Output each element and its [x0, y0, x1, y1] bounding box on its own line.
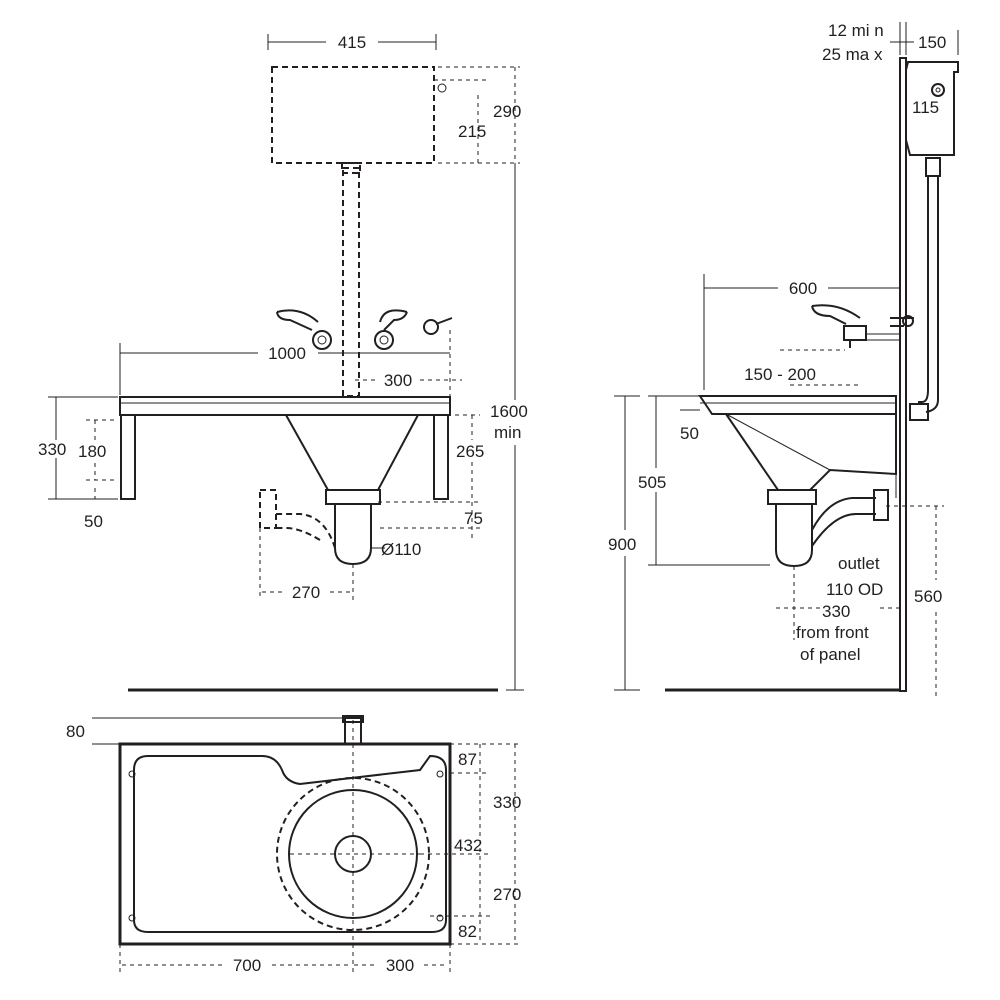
dim-front-lip: 50 [680, 424, 699, 443]
dim-back-margin: 87 [458, 750, 477, 769]
dim-rim-height: 900 [608, 535, 636, 554]
dim-front-margin: 82 [458, 922, 477, 941]
side-tap [811, 304, 914, 348]
plan-view: 80 87 330 432 270 82 7 [66, 715, 521, 975]
flush-pipe [342, 167, 360, 397]
dim-cistern-width: 415 [338, 33, 366, 52]
dim-frame-height: 330 [38, 440, 66, 459]
dim-left-span: 700 [233, 956, 261, 975]
sink-top [119, 396, 451, 416]
lever-tap-right [374, 309, 408, 350]
side-sink-top [698, 395, 897, 415]
side-trap [775, 504, 813, 568]
plan-slab [118, 742, 452, 946]
dim-outlet-offset: 270 [292, 583, 320, 602]
side-flush-pipe [918, 176, 939, 413]
outlet-note-line-2: 110 OD [826, 580, 883, 599]
flush-valve [423, 317, 453, 335]
wall-panel [899, 57, 907, 692]
dim-cistern-water: 215 [458, 122, 486, 141]
lever-tap-left [276, 309, 332, 350]
dim-centre-front: 270 [493, 885, 521, 904]
outlet-note-line-5: of panel [800, 645, 861, 664]
dim-gap-max: 25 ma x [822, 45, 883, 64]
outlet-note-line-3: 330 [822, 602, 850, 621]
dim-tap-offset: 300 [384, 371, 412, 390]
cistern-outline [271, 66, 435, 164]
dim-cistern-height: 290 [493, 102, 521, 121]
outlet-note-line-1: outlet [838, 554, 880, 573]
dim-outlet-diameter: Ø110 [381, 540, 421, 559]
side-cistern [905, 61, 959, 156]
dim-overflow: 80 [66, 722, 85, 741]
bracket-right [433, 414, 449, 500]
dim-cistern-pipe: 115 [912, 98, 939, 117]
dim-outlet-height: 560 [914, 587, 942, 606]
dim-trap-offset: 75 [464, 509, 483, 528]
dim-frame-foot: 50 [84, 512, 103, 531]
dim-bowl-height: 505 [638, 473, 666, 492]
dim-centre-back: 330 [493, 793, 521, 812]
side-elevation: 12 mi n 25 ma x 150 115 600 150 - 200 [608, 21, 959, 698]
dim-gap-min: 12 mi n [828, 21, 884, 40]
dim-bowl-depth: 265 [456, 442, 484, 461]
front-elevation: 415 290 215 1000 [38, 33, 528, 692]
dim-plan-depth: 432 [454, 836, 482, 855]
dim-frame-leg: 180 [78, 442, 106, 461]
trap [334, 504, 372, 566]
dim-overall-height: 1600 [490, 402, 528, 421]
outlet-note-line-4: from front [796, 623, 869, 642]
plan-tray [133, 754, 447, 933]
plan-bowl [288, 789, 418, 919]
dim-right-span: 300 [386, 956, 414, 975]
dim-cistern-depth: 150 [918, 33, 946, 52]
bowl [285, 414, 419, 491]
dim-tap-range: 150 - 200 [744, 365, 816, 384]
dim-sink-width: 1000 [268, 344, 306, 363]
side-bowl [725, 413, 897, 491]
dim-projection: 600 [789, 279, 817, 298]
bracket-left [120, 414, 136, 500]
dim-overall-height-note: min [494, 423, 521, 442]
